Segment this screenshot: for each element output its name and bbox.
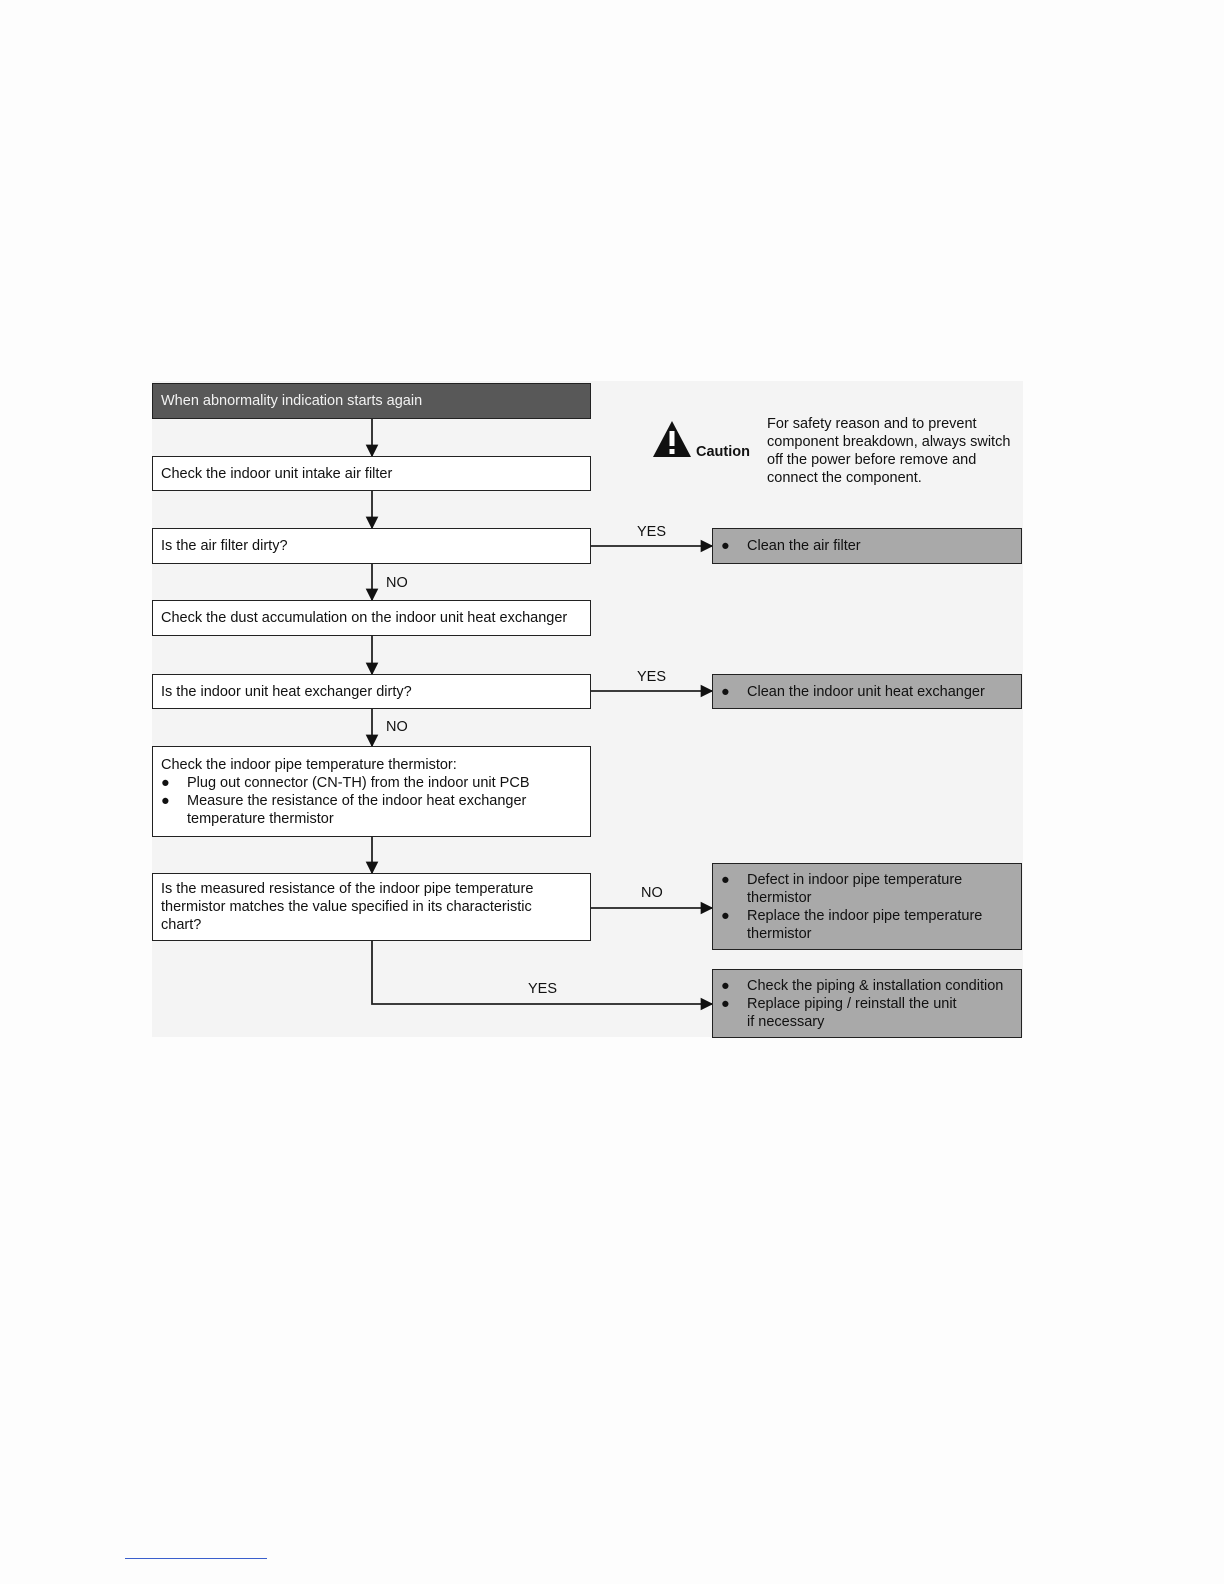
no-label: NO xyxy=(386,575,408,591)
bullet-icon: ● xyxy=(721,538,730,554)
start-label: When abnormality indication starts again xyxy=(161,393,423,409)
check-thermistor-title: Check the indoor pipe temperature thermi… xyxy=(161,756,457,773)
warning-triangle-icon xyxy=(653,421,691,457)
check-thermistor-item-text: temperature thermistor xyxy=(187,810,334,827)
arrow-resistance-yes xyxy=(371,940,714,1011)
caution-text: For safety reason and to prevent compone… xyxy=(767,415,1010,487)
footnote-divider xyxy=(125,1558,267,1559)
check-filter-box: Check the indoor unit intake air filter xyxy=(152,456,591,491)
no-label: NO xyxy=(386,719,408,735)
bullet-icon: ● xyxy=(721,683,730,700)
check-thermistor-item-text: Plug out connector (CN-TH) from the indo… xyxy=(187,774,530,791)
resistance-match-box: Is the measured resistance of the indoor… xyxy=(152,873,591,941)
resistance-match-line: Is the measured resistance of the indoor… xyxy=(161,881,534,897)
caution-label: Caution xyxy=(696,444,750,460)
start-box: When abnormality indication starts again xyxy=(152,383,591,419)
caution-line: connect the component. xyxy=(767,470,922,486)
clean-hx-item: ● Clean the indoor unit heat exchanger xyxy=(721,683,1013,701)
no-label: NO xyxy=(641,885,663,901)
clean-filter-label: Clean the air filter xyxy=(747,538,861,554)
clean-filter-item: ● Clean the air filter xyxy=(721,537,1013,555)
check-thermistor-box: Check the indoor pipe temperature thermi… xyxy=(152,746,591,837)
check-dust-label: Check the dust accumulation on the indoo… xyxy=(161,610,568,626)
caution-line: component breakdown, always switch xyxy=(767,434,1011,450)
check-thermistor-item-text: Measure the resistance of the indoor hea… xyxy=(187,792,527,809)
defect-item: ● Replace the indoor pipe temperature xyxy=(721,907,1013,925)
piping-item: ● Replace piping / reinstall the unit xyxy=(721,995,1013,1013)
yes-label: YES xyxy=(637,524,667,540)
defect-box: ● Defect in indoor pipe temperature therm… xyxy=(712,863,1022,950)
yes-label: YES xyxy=(528,981,558,997)
hx-dirty-label: Is the indoor unit heat exchanger dirty? xyxy=(161,683,412,700)
check-dust-box: Check the dust accumulation on the indoo… xyxy=(152,600,591,636)
clean-hx-label: Clean the indoor unit heat exchanger xyxy=(747,683,985,700)
check-thermistor-item: ● Plug out connector (CN-TH) from the ind… xyxy=(161,774,582,792)
piping-item-text: Replace piping / reinstall the unit xyxy=(747,995,957,1012)
caution-line: For safety reason and to prevent xyxy=(767,416,977,432)
hx-dirty-box: Is the indoor unit heat exchanger dirty? xyxy=(152,674,591,709)
defect-item-text: thermistor xyxy=(747,925,812,942)
defect-item: ● Defect in indoor pipe temperature xyxy=(721,871,1013,889)
check-filter-label: Check the indoor unit intake air filter xyxy=(161,465,393,482)
filter-dirty-label: Is the air filter dirty? xyxy=(161,538,288,554)
caution-line: off the power before remove and xyxy=(767,452,977,468)
bullet-icon: ● xyxy=(721,995,730,1012)
bullet-icon: ● xyxy=(161,774,170,791)
piping-item-text: Check the piping & installation conditio… xyxy=(747,977,1004,994)
filter-dirty-box: Is the air filter dirty? xyxy=(152,528,591,564)
resistance-match-line: thermistor matches the value specified i… xyxy=(161,899,532,915)
clean-filter-box: ● Clean the air filter xyxy=(712,528,1022,564)
resistance-match-line: chart? xyxy=(161,917,202,933)
piping-item-text: if necessary xyxy=(747,1013,825,1030)
bullet-icon: ● xyxy=(721,871,730,888)
piping-item: ● Check the piping & installation conditi… xyxy=(721,977,1013,995)
defect-item-text: Defect in indoor pipe temperature xyxy=(747,871,963,888)
check-thermistor-item: ● Measure the resistance of the indoor he… xyxy=(161,792,582,810)
defect-item-text: Replace the indoor pipe temperature xyxy=(747,907,983,924)
bullet-icon: ● xyxy=(721,977,730,994)
bullet-icon: ● xyxy=(161,792,170,809)
bullet-icon: ● xyxy=(721,907,730,924)
defect-item-text: thermistor xyxy=(747,889,812,906)
clean-hx-box: ● Clean the indoor unit heat exchanger xyxy=(712,674,1022,709)
piping-box: ● Check the piping & installation conditi… xyxy=(712,969,1022,1038)
yes-label: YES xyxy=(637,669,667,685)
